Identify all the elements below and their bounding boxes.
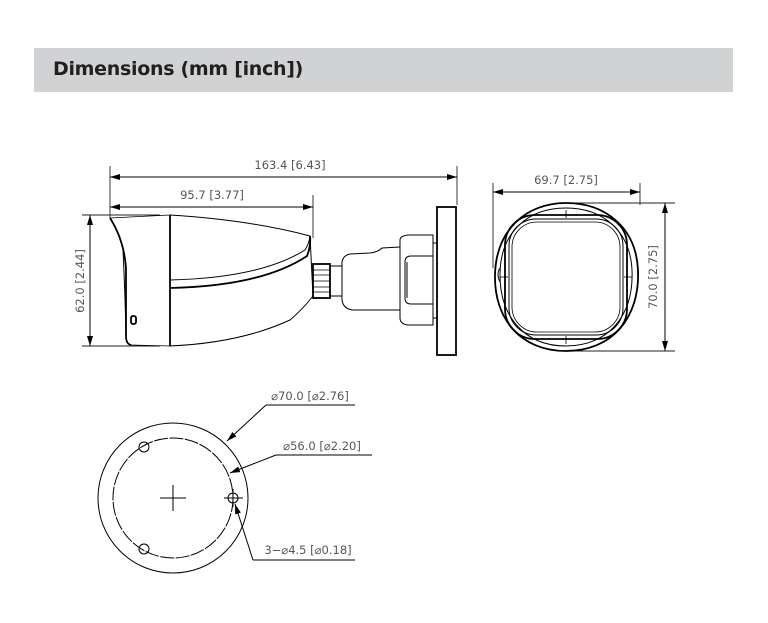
hole-circle-callout: ⌀56.0 [⌀2.20]	[229, 439, 372, 474]
front-width-label: 69.7 [2.75]	[534, 173, 598, 187]
side-view: 163.4 [6.43] 95.7 [3.77] 62.0 [2.44]	[73, 158, 458, 356]
overall-length-dimension: 163.4 [6.43]	[110, 158, 457, 180]
mounting-bracket	[399, 206, 457, 356]
front-height-label: 70.0 [2.75]	[646, 245, 660, 309]
overall-length-label: 163.4 [6.43]	[254, 158, 325, 172]
mounting-holes-callout: 3−⌀4.5 [⌀0.18]	[234, 503, 355, 561]
section-title: Dimensions (mm [inch])	[53, 58, 303, 80]
bracket-joint	[341, 246, 401, 311]
front-view: 69.7 [2.75] 70.0 [2.75]	[492, 173, 675, 352]
front-width-dimension: 69.7 [2.75]	[493, 173, 640, 195]
mounting-holes-label: 3−⌀4.5 [⌀0.18]	[264, 543, 351, 557]
outer-diameter-callout: ⌀70.0 [⌀2.76]	[226, 389, 355, 442]
camera-front-outline	[494, 202, 639, 352]
base-view: ⌀70.0 [⌀2.76] ⌀56.0 [⌀2.20] 3−⌀4.5 [⌀0.1…	[97, 389, 372, 574]
body-length-dimension: 95.7 [3.77]	[110, 188, 313, 210]
threaded-neck	[312, 263, 342, 299]
hole-circle-label: ⌀56.0 [⌀2.20]	[283, 439, 361, 453]
height-dimension: 62.0 [2.44]	[73, 214, 160, 347]
height-label: 62.0 [2.44]	[73, 249, 87, 313]
camera-body-outline	[109, 214, 314, 347]
section-header: Dimensions (mm [inch])	[34, 48, 733, 92]
outer-diameter-label: ⌀70.0 [⌀2.76]	[271, 389, 349, 403]
body-length-label: 95.7 [3.77]	[180, 188, 244, 202]
front-height-dimension: 70.0 [2.75]	[560, 202, 675, 352]
